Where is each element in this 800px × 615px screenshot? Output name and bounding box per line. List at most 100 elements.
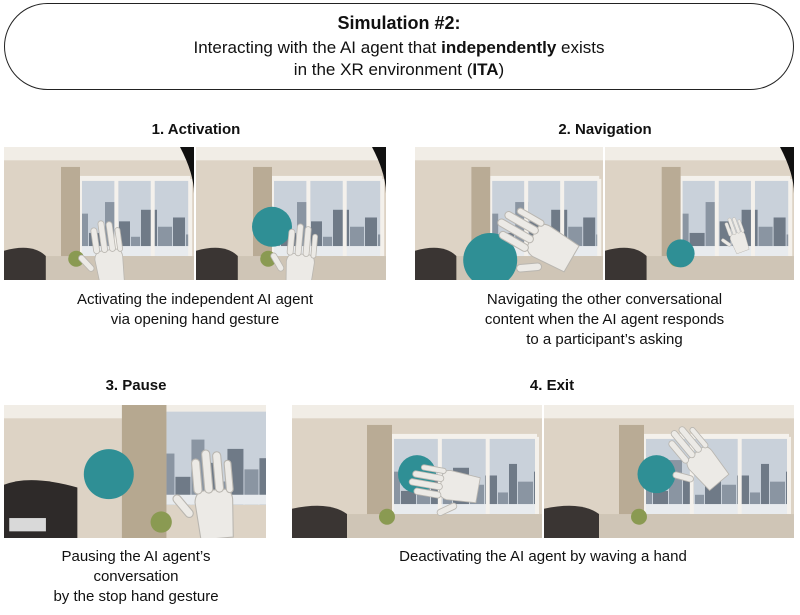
building [80, 213, 88, 257]
subtitle-line-2-prefix: in the XR environment ( [293, 60, 473, 79]
subtitle-line-2-suffix: ) [498, 60, 505, 79]
step-2-caption-line-1: Navigating the other conversational [486, 291, 723, 308]
title-box: Simulation #2: Interacting with the AI a… [4, 3, 794, 90]
step-4-caption: Deactivating the AI agent by waving a ha… [292, 547, 794, 567]
step-4-caption-line-1: Deactivating the AI agent by waving a ha… [399, 548, 687, 565]
window-frame-top [392, 433, 537, 439]
sofa [4, 247, 46, 280]
hand-icon [78, 220, 125, 280]
window-frame-top [644, 433, 789, 439]
cushion [9, 518, 46, 532]
window-mullion [535, 436, 539, 515]
subtitle-line-2-bold: ITA [472, 60, 499, 79]
hmd-vignette [372, 147, 386, 194]
window-mullion [737, 436, 742, 515]
step-1-caption-line-1: Activating the independent AI agent [76, 291, 313, 308]
step-2-image-a [415, 147, 603, 280]
step-3-caption-line-2: conversation [93, 568, 179, 585]
plant [379, 508, 395, 525]
agent-orb-icon [463, 233, 518, 280]
lower-city [392, 504, 537, 515]
building [186, 234, 191, 257]
subtitle-line-1-suffix: exists [556, 38, 605, 57]
building [166, 453, 175, 505]
window-frame-top [490, 175, 600, 181]
building [259, 458, 266, 505]
building [509, 463, 517, 515]
window-mullion [787, 436, 791, 515]
sofa [605, 247, 647, 280]
step-1-label: 1. Activation [151, 121, 241, 138]
subtitle-line-1: Interacting with the AI agent that indep… [5, 38, 793, 58]
scene [196, 147, 386, 280]
lower-city [272, 246, 383, 257]
sofa [196, 247, 238, 280]
scene [4, 147, 194, 280]
sofa [544, 505, 599, 538]
sofa [292, 505, 347, 538]
subtitle-line-1-bold: independently [441, 38, 557, 57]
building [761, 463, 769, 515]
window-mullion [188, 178, 193, 257]
building [498, 492, 508, 515]
building [644, 471, 652, 515]
step-3-caption-line-1: Pausing the AI agent’s [61, 548, 211, 565]
subtitle-line-1-prefix: Interacting with the AI agent that [193, 38, 442, 57]
window-mullion [306, 178, 311, 257]
scene [415, 147, 603, 280]
building [719, 221, 731, 257]
sofa [415, 247, 457, 280]
window-mullion [342, 178, 347, 257]
step-2-label: 2. Navigation [558, 121, 652, 138]
building [750, 492, 760, 515]
step-3-image [4, 405, 266, 538]
step-2-caption-line-3: to a participant’s asking [526, 331, 683, 348]
scene [605, 147, 794, 280]
step-3-caption: Pausing the AI agent’s conversation by t… [0, 547, 272, 607]
step-1-image-a [4, 147, 194, 280]
building [683, 479, 694, 515]
window-mullion [114, 178, 119, 257]
step-4-image-a [292, 405, 542, 538]
step-3-label: 3. Pause [105, 377, 167, 394]
lower-city [80, 246, 191, 257]
step-4-label: 4. Exit [529, 377, 575, 394]
plant [68, 250, 85, 267]
window-frame-top [680, 175, 791, 181]
scene [292, 405, 542, 538]
ceiling [4, 147, 194, 161]
window-mullion [150, 178, 155, 257]
building [378, 234, 383, 257]
building [680, 213, 689, 257]
window-mullion [788, 178, 793, 257]
step-2-caption: Navigating the other conversational cont… [415, 290, 794, 350]
scene [544, 405, 794, 538]
hmd-vignette [780, 147, 794, 194]
step-1-caption: Activating the independent AI agent via … [4, 290, 386, 330]
window-frame-top [272, 175, 383, 181]
agent-orb-icon [666, 239, 695, 268]
window-mullion [380, 178, 385, 257]
ceiling [415, 147, 603, 161]
window-mullion [597, 178, 602, 257]
agent-orb-icon [83, 449, 134, 500]
step-2-image-b [605, 147, 794, 280]
window-mullion [488, 178, 493, 257]
hand-icon [497, 207, 580, 273]
agent-orb-icon [637, 455, 676, 494]
plant [150, 511, 172, 533]
title: Simulation #2: [337, 13, 461, 33]
window-mullion [689, 436, 694, 515]
hand-icon [668, 426, 730, 492]
hand-icon [270, 223, 318, 280]
floor [292, 514, 542, 538]
plant [631, 508, 647, 525]
window-mullion [714, 178, 719, 257]
ceiling [196, 147, 386, 161]
ceiling [544, 405, 794, 419]
step-3-caption-line-3: by the stop hand gesture [53, 588, 219, 605]
floor [605, 256, 794, 280]
building [392, 471, 400, 515]
ceiling [605, 147, 794, 161]
window-mullion [560, 178, 565, 257]
